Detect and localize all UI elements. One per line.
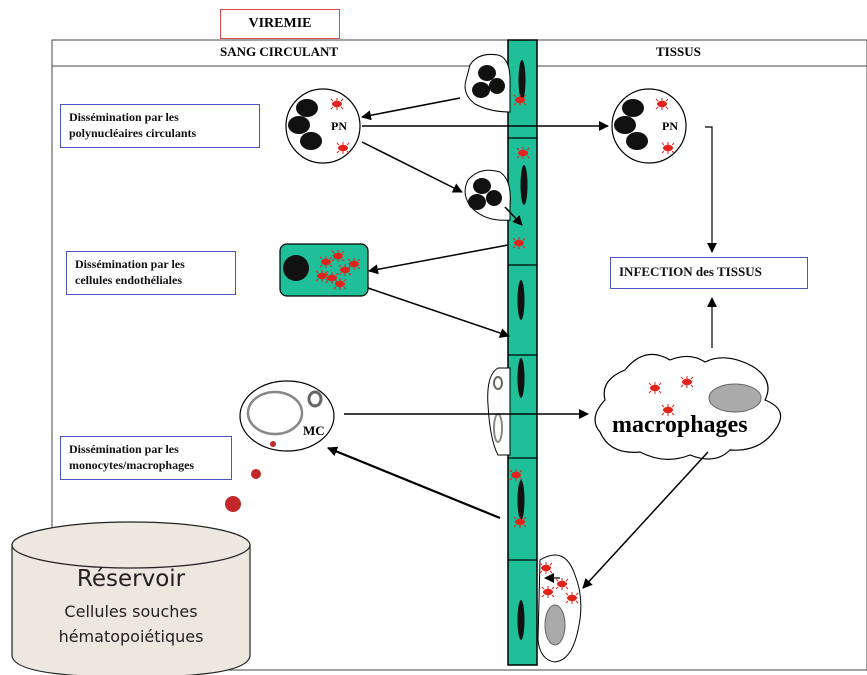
arrow-endothelial-to-wall	[367, 287, 510, 338]
arrow-pn-to-wall	[361, 141, 463, 193]
reservoir-cylinder	[11, 521, 251, 675]
macrophage-cell: macrophages	[594, 353, 782, 460]
endothelium-column	[507, 39, 538, 666]
neutrophil-crossing-middle	[464, 169, 511, 221]
polynuclear-box: Dissémination par les polynucléaires cir…	[60, 104, 260, 148]
endothelial-box: Dissémination par les cellules endothéli…	[66, 251, 236, 295]
endothelial-line2: cellules endothéliales	[75, 273, 182, 287]
reservoir-title: Réservoir	[76, 566, 186, 592]
monocyte-in-wall	[487, 367, 511, 456]
arrow-macrophage-to-wall	[582, 451, 709, 589]
macrophages-label: macrophages	[612, 412, 748, 438]
arrow-wall-in	[504, 206, 523, 226]
polynuclear-line1: Dissémination par les	[69, 110, 179, 124]
arrow-pn-tissue-to-infection	[705, 126, 717, 253]
monocyte-line2: monocytes/macrophages	[69, 458, 195, 472]
infection-box: INFECTION des TISSUS	[610, 257, 808, 289]
reservoir-line2: hématopoiétiques	[58, 627, 204, 646]
outer-frame	[51, 39, 867, 671]
monocyte-box: Dissémination par les monocytes/macropha…	[60, 436, 232, 480]
infected-cell-bottom	[537, 554, 582, 663]
endothelial-cell	[279, 243, 369, 297]
pn-cell-tissue: PN	[611, 88, 687, 164]
arrow-wall-to-pn	[361, 97, 461, 121]
tissue-header: TISSUS	[656, 44, 701, 59]
pn-tissue-label: PN	[662, 119, 678, 133]
pn-blood-label: PN	[331, 119, 347, 133]
viremia-title: VIREMIE	[220, 9, 340, 39]
polynuclear-line2: polynucléaires circulants	[69, 126, 197, 140]
droplets	[225, 441, 276, 512]
monocyte-cell: MC	[239, 380, 335, 452]
blood-header: SANG CIRCULANT	[220, 44, 339, 59]
monocyte-line1: Dissémination par les	[69, 442, 179, 456]
neutrophil-crossing-top	[464, 54, 511, 113]
arrow-wall-to-endothelial	[368, 244, 509, 275]
arrow-wall-to-mc	[327, 446, 501, 520]
endothelial-line1: Dissémination par les	[75, 257, 185, 271]
pn-cell-blood: PN	[285, 88, 361, 164]
reservoir-line1: Cellules souches	[64, 602, 198, 621]
arrows	[327, 97, 717, 589]
mc-label: MC	[303, 423, 325, 438]
